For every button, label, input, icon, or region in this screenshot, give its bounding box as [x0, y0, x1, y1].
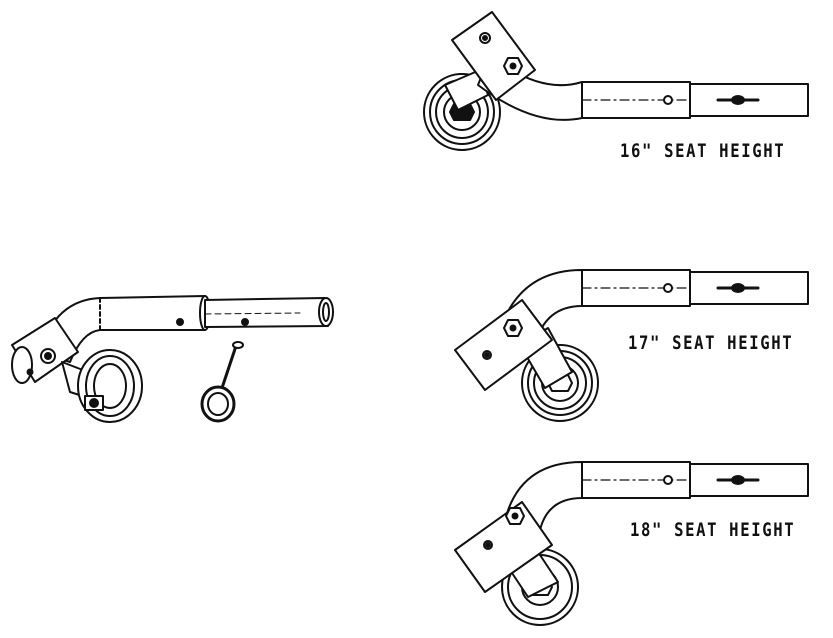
caster-config-16-inch: [423, 11, 809, 151]
perspective-caster-assembly: [11, 295, 334, 423]
seat-height-16-label: 16" SEAT HEIGHT: [620, 140, 786, 162]
caster-config-17-inch: [454, 269, 809, 422]
caster-config-18-inch: [454, 461, 809, 626]
seat-height-17-label: 17" SEAT HEIGHT: [628, 332, 794, 354]
seat-height-18-label: 18" SEAT HEIGHT: [630, 519, 796, 541]
